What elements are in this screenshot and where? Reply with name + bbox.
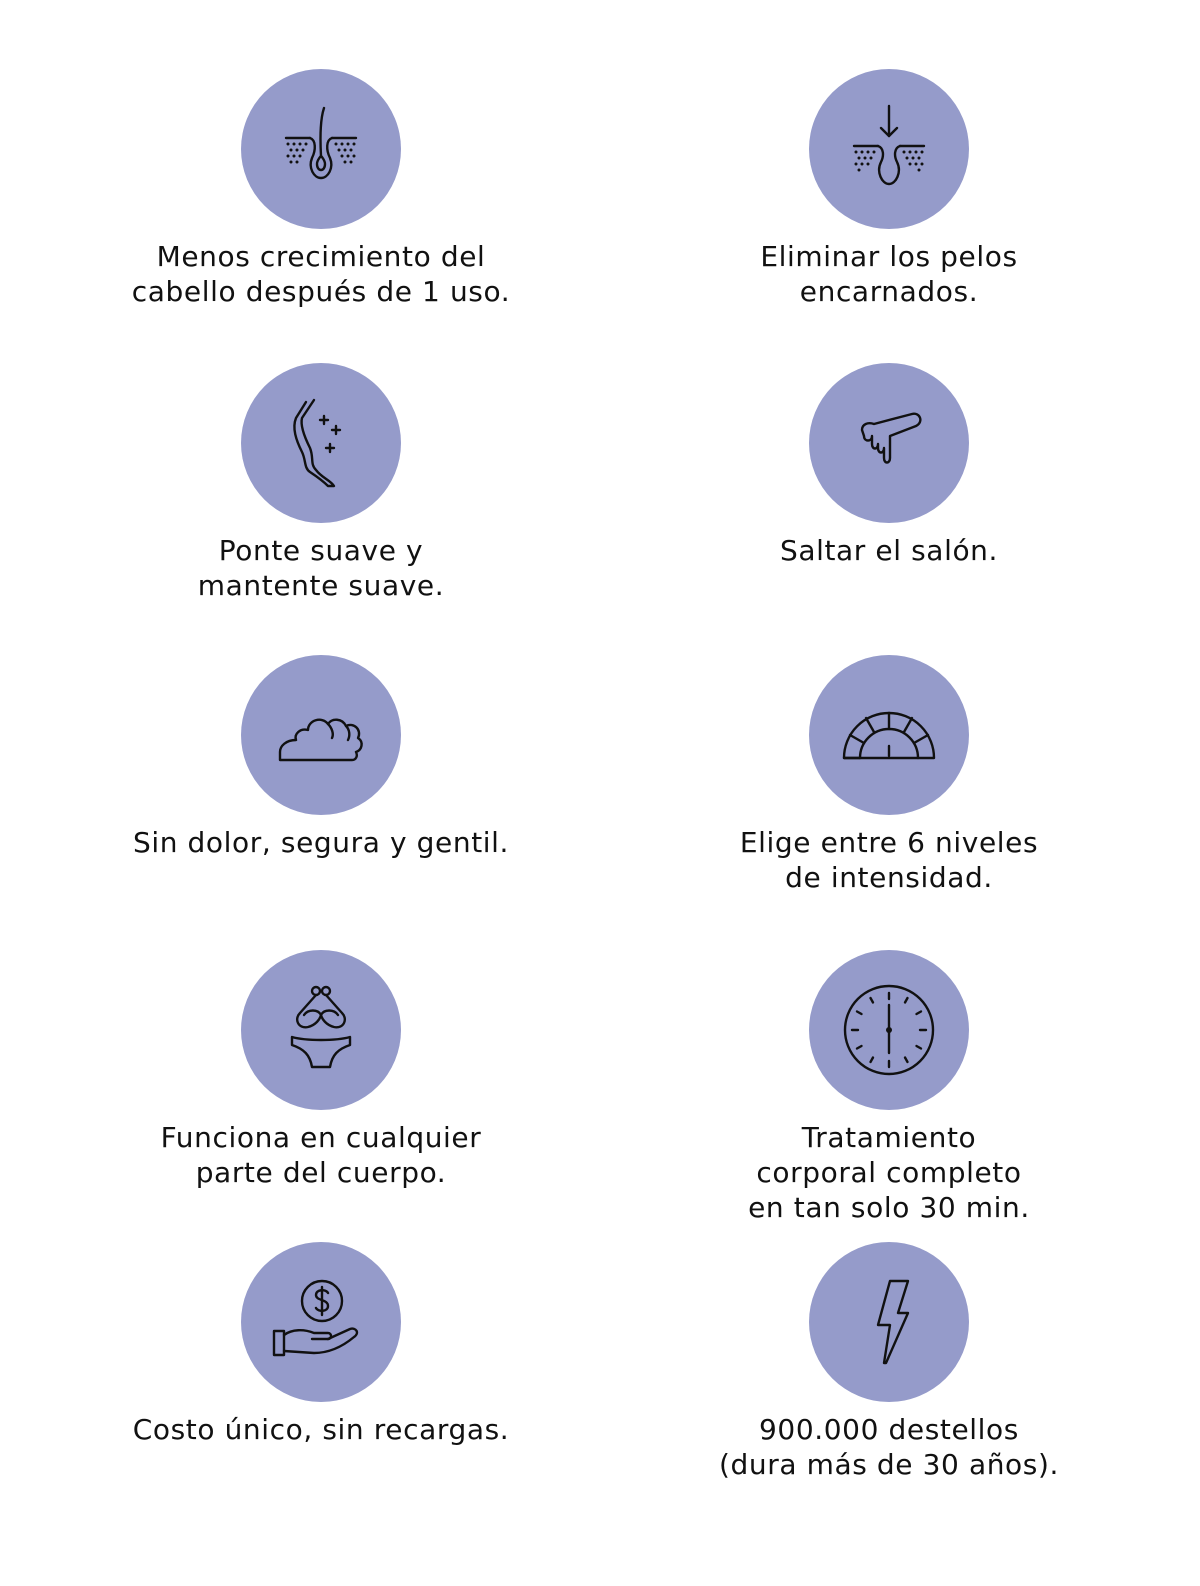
feature-hair-growth: Menos crecimiento del cabello después de… [91, 69, 551, 309]
feature-icon-circle [241, 655, 401, 815]
feature-caption: Tratamiento corporal completo en tan sol… [748, 1121, 1030, 1224]
feature-smooth-skin: Ponte suave y mantente suave. [91, 363, 551, 603]
wax-drip-icon [860, 412, 922, 464]
smooth-leg-sparkle-icon [293, 398, 342, 488]
feature-icon-circle [809, 950, 969, 1110]
feature-30-min: Tratamiento corporal completo en tan sol… [659, 950, 1119, 1225]
feature-icon-circle [809, 69, 969, 229]
clock-icon [843, 984, 935, 1076]
feature-intensity: Elige entre 6 niveles de intensidad. [659, 655, 1119, 895]
feature-icon-circle [241, 363, 401, 523]
feature-icon-circle [241, 69, 401, 229]
feature-icon-circle [809, 363, 969, 523]
feature-icon-circle [241, 950, 401, 1110]
feature-caption: Saltar el salón. [779, 534, 999, 567]
ingrown-hair-arrow-icon [852, 104, 926, 186]
feature-painless: Sin dolor, segura y gentil. [91, 655, 551, 860]
hair-follicle-icon [284, 106, 358, 180]
feature-caption: Eliminar los pelos encarnados. [760, 240, 1018, 308]
feature-skip-salon: Saltar el salón. [659, 363, 1119, 568]
bikini-icon [290, 985, 352, 1069]
feature-caption: Funciona en cualquier parte del cuerpo. [160, 1121, 482, 1189]
feature-icon-circle [809, 1242, 969, 1402]
feature-caption: Costo único, sin recargas. [132, 1413, 510, 1446]
intensity-gauge-icon [842, 711, 936, 760]
feature-any-body-part: Funciona en cualquier parte del cuerpo. [91, 950, 551, 1190]
feature-caption: 900.000 destellos (dura más de 30 años). [718, 1413, 1059, 1481]
feature-flashes: 900.000 destellos (dura más de 30 años). [659, 1242, 1119, 1482]
feature-caption: Ponte suave y mantente suave. [197, 534, 445, 602]
feature-caption: Sin dolor, segura y gentil. [132, 826, 510, 859]
feature-caption: Menos crecimiento del cabello después de… [131, 240, 511, 308]
feature-icon-circle [241, 1242, 401, 1402]
cloud-icon [278, 718, 363, 762]
coin-in-hand-icon [272, 1279, 359, 1357]
feature-one-time-cost: Costo único, sin recargas. [91, 1242, 551, 1447]
feature-caption: Elige entre 6 niveles de intensidad. [739, 826, 1039, 894]
lightning-bolt-icon [876, 1279, 910, 1365]
feature-icon-circle [809, 655, 969, 815]
feature-ingrown-hairs: Eliminar los pelos encarnados. [659, 69, 1119, 309]
